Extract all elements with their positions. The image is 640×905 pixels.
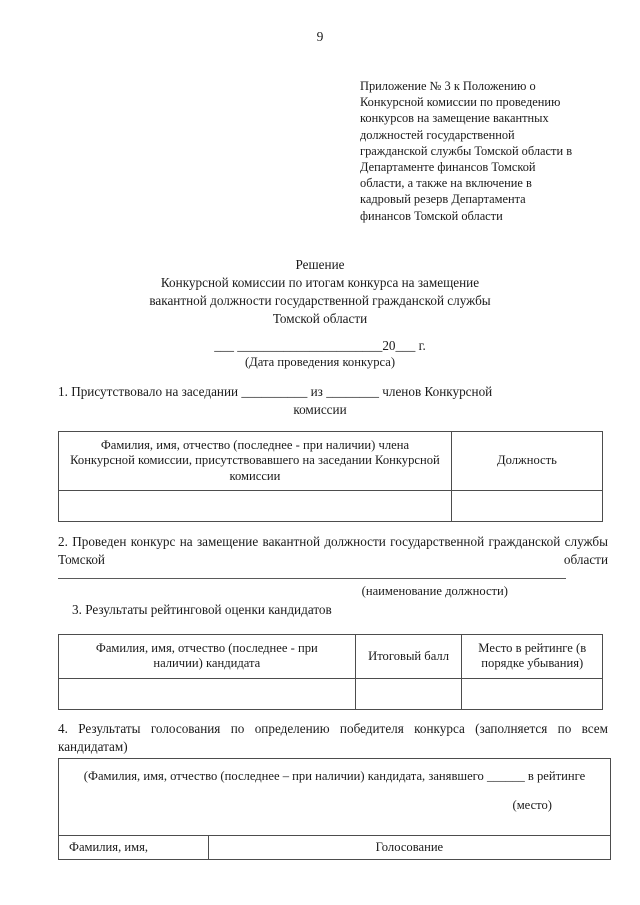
voting-banner-text[interactable]: (Фамилия, имя, отчество (последнее – при… (83, 769, 586, 783)
column-header-total-score: Итоговый балл (354, 634, 463, 679)
position-name-rule (58, 578, 566, 579)
column-header-position: Должность (450, 430, 604, 492)
table-voting-results: (Фамилия, имя, отчество (последнее – при… (58, 758, 612, 861)
table-header-row: Фамилия, имя, отчество (последнее - при … (58, 430, 604, 492)
clause-2: 2. Проведен конкурс на замещение вакантн… (58, 534, 608, 567)
appendix-line: конкурсов на замещение вакантных (360, 111, 549, 126)
position-name-caption: (наименование должности) (361, 584, 508, 598)
column-header-voter-fio: Фамилия, имя, (58, 834, 209, 861)
column-header-voting: Голосование (207, 834, 612, 861)
title-line: вакантной должности государственной граж… (149, 293, 491, 308)
column-header-member-fio: Фамилия, имя, отчество (последнее - при … (58, 430, 452, 492)
cell-member-fio[interactable] (58, 490, 452, 523)
table-banner-row: (Фамилия, имя, отчество (последнее – при… (58, 758, 611, 836)
table-rating-results: Фамилия, имя, отчество (последнее - при … (58, 634, 603, 710)
date-block: ___ ______________________20___ г. (Дата… (58, 337, 582, 371)
title-line: Решение (295, 257, 345, 272)
voting-banner-caption: (место) (512, 798, 553, 813)
appendix-line: гражданской службы Томской области в (360, 143, 573, 158)
appendix-line: Приложение № 3 к Положению о (360, 79, 536, 93)
clause-3: 3. Результаты рейтинговой оценки кандида… (72, 602, 332, 617)
title-line: Томской области (272, 311, 368, 326)
title-line: Конкурсной комиссии по итогам конкурса н… (160, 275, 480, 290)
clause-4: 4. Результаты голосования по определению… (58, 721, 608, 754)
table-header-row: Фамилия, имя, отчество (последнее - при … (58, 634, 603, 679)
cell-member-position[interactable] (450, 490, 604, 523)
document-title: Решение Конкурсной комиссии по итогам ко… (58, 256, 582, 328)
voting-banner-cell: (Фамилия, имя, отчество (последнее – при… (58, 758, 611, 836)
column-header-rating-place: Место в рейтинге (в порядке убывания) (461, 634, 603, 679)
date-caption: (Дата проведения конкурса) (244, 355, 396, 369)
clause-1-line-1[interactable]: 1. Присутствовало на заседании _________… (58, 384, 493, 399)
appendix-line: финансов Томской области (360, 208, 503, 223)
appendix-line: кадровый резерв Департамента (360, 192, 526, 207)
appendix-line: Конкурсной комиссии по проведению (360, 95, 561, 110)
column-header-candidate-fio: Фамилия, имя, отчество (последнее - при … (58, 634, 356, 679)
cell-candidate-fio[interactable] (58, 677, 356, 710)
date-blank-line[interactable]: ___ ______________________20___ г. (214, 338, 426, 353)
table-header-row: Фамилия, имя, Голосование (58, 834, 612, 861)
clause-1-line-2: комиссии (293, 402, 347, 417)
cell-total-score[interactable] (354, 677, 463, 710)
table-commission-members: Фамилия, имя, отчество (последнее - при … (58, 430, 604, 523)
table-row (58, 490, 604, 523)
cell-rating-place[interactable] (461, 677, 603, 710)
appendix-reference-block: Приложение № 3 к Положению о Конкурсной … (360, 78, 608, 224)
appendix-line: Департаменте финансов Томской (360, 160, 536, 175)
appendix-line: области, а также на включение в (360, 176, 532, 191)
page-number: 9 (316, 29, 324, 44)
table-row (58, 677, 603, 710)
clause-1: 1. Присутствовало на заседании _________… (58, 383, 582, 419)
appendix-line: должностей государственной (360, 127, 515, 142)
